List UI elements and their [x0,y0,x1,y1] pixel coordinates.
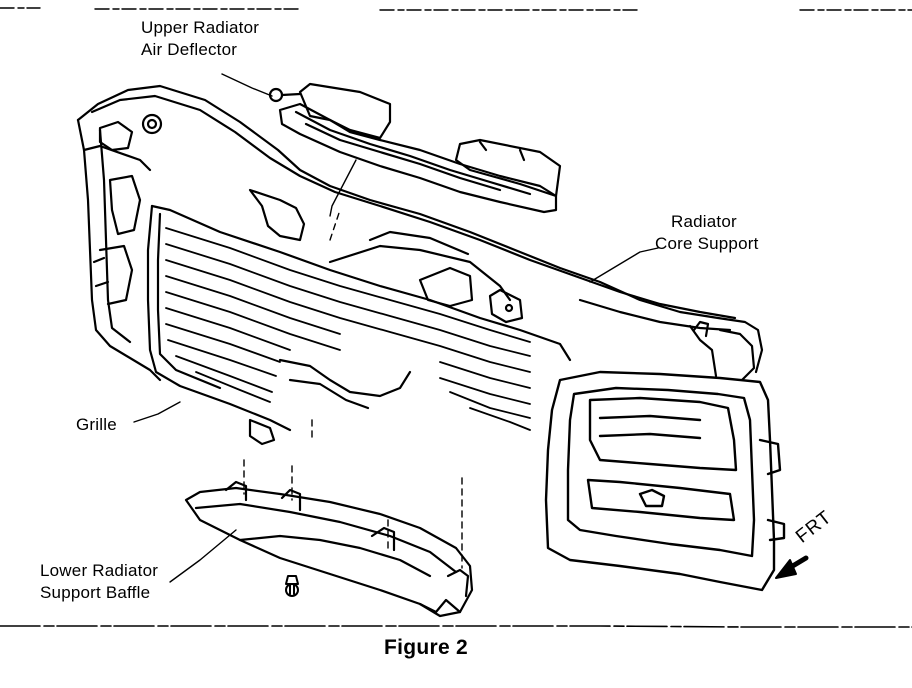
upper-radiator-air-deflector [268,82,562,214]
label-lower-radiator-support-baffle: Lower Radiator Support Baffle [40,560,158,604]
bottom-border-line [0,625,912,628]
label-lower-line1: Lower Radiator [40,561,159,580]
grille [146,204,572,446]
figure-caption: Figure 2 [0,636,912,660]
label-radiator-core-support: Radiator Core Support [655,211,759,255]
label-upper-line1: Upper Radiator [141,18,260,37]
label-core-line2: Core Support [655,234,759,253]
headlamp-housing [544,370,786,592]
label-grille: Grille [76,415,117,434]
label-core-line1: Radiator [671,212,737,231]
figure-caption-text: Figure 2 [383,636,469,659]
alignment-dashed-lines [243,209,463,569]
radiator-core-support [76,84,764,382]
lower-radiator-support-baffle [184,480,474,618]
leader-lines [133,73,659,583]
label-lower-line2: Support Baffle [40,583,151,602]
top-border-line [0,7,912,11]
label-upper-line2: Air Deflector [141,40,238,59]
front-direction-arrow [775,555,809,579]
label-upper-radiator-air-deflector: Upper Radiator Air Deflector [141,17,259,61]
baffle-screw [285,575,299,597]
